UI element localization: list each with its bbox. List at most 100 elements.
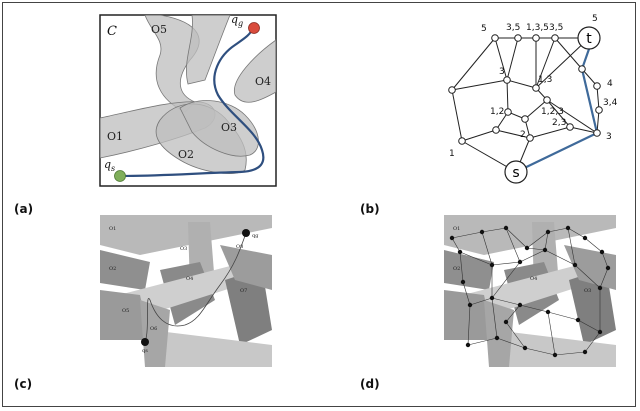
roadmap-node (597, 329, 603, 335)
roadmap-edge (491, 261, 521, 266)
roadmap-node (582, 349, 588, 355)
c-label-o7: O7 (240, 288, 247, 294)
graph-edge (546, 99, 598, 134)
graph-edge (495, 129, 531, 139)
d-label-o2: O2 (453, 266, 460, 272)
graph-node (491, 34, 499, 42)
roadmap-node (542, 247, 548, 253)
roadmap-edge (544, 249, 576, 266)
graph-edge (546, 99, 571, 128)
obstacle-c-top-band (100, 215, 272, 255)
panel-label-d: (d) (360, 377, 380, 391)
roadmap-edge (577, 319, 601, 333)
panel-c-goal-dot (242, 229, 250, 237)
graph-edge (506, 79, 509, 113)
graph-node-label: 1,2,3 (541, 107, 564, 117)
c-label-o5: O5 (122, 308, 129, 314)
goal-node-region-label: 5 (592, 14, 598, 24)
roadmap-edge (451, 237, 461, 253)
graph-node (514, 34, 522, 42)
c-label-o4: O4 (186, 276, 193, 282)
roadmap-edge (505, 227, 528, 249)
figure-frame (2, 2, 636, 407)
obstacle-label-o1: O1 (107, 130, 123, 143)
roadmap-node (522, 345, 528, 351)
roadmap-node (565, 225, 571, 231)
c-label-o1: O1 (109, 226, 116, 232)
obstacle-d-left-block (444, 250, 494, 290)
roadmap (449, 225, 611, 358)
graph-node-label: 2,3 (552, 118, 566, 128)
graph-node (578, 65, 586, 73)
obstacle-d-right-block (569, 268, 616, 345)
roadmap-node (552, 352, 558, 358)
graph-node-label: 3,5 (506, 23, 520, 33)
graph-node (543, 96, 551, 104)
roadmap-node (503, 319, 509, 325)
graph-edge (535, 37, 556, 89)
roadmap-edge (505, 321, 526, 349)
graph-node-label: 3 (499, 67, 505, 77)
graph-node-label: 5 (481, 24, 487, 34)
obstacle-d-top-band (444, 215, 616, 255)
roadmap-edge (491, 297, 498, 339)
roadmap-node (545, 309, 551, 315)
roadmap-edge (599, 267, 609, 289)
roadmap-node (517, 259, 523, 265)
obstacle-d-lower-left (444, 290, 494, 340)
graph-node (593, 129, 601, 137)
panel-label-b: (b) (360, 202, 380, 216)
roadmap-edge (496, 337, 526, 349)
roadmap-edge (467, 337, 498, 346)
graph-node-label: 3 (606, 132, 612, 142)
graph-node (521, 115, 529, 123)
graph-edge (596, 85, 600, 111)
panel-a: C O5 O4 O3 O1 O2 qs qg (99, 13, 277, 187)
obstacle-d-bottom-band (489, 330, 616, 367)
c-label-o2: O2 (109, 266, 116, 272)
roadmap-edge (491, 261, 521, 299)
obstacle-label-o2: O2 (178, 148, 194, 161)
roadmap-edge (567, 227, 576, 266)
goal-point (248, 22, 260, 34)
graph-node (532, 84, 540, 92)
d-label-o3: O3 (584, 288, 591, 294)
c-label-o3: O3 (180, 246, 187, 252)
obstacle-d-right-upper (564, 245, 616, 290)
graph-edge (506, 37, 519, 81)
roadmap-edge (451, 231, 483, 239)
graph-node-label: 2 (520, 130, 526, 140)
graph-edge (451, 37, 496, 91)
graph-edge (451, 79, 508, 91)
graph-node-label: 1,3,5 (526, 23, 549, 33)
obstacle-o4-shape (234, 39, 276, 103)
space-label: C (107, 24, 117, 39)
roadmap-edge (467, 304, 471, 346)
roadmap-edge (544, 231, 549, 251)
roadmap-edge (481, 227, 507, 233)
roadmap-edge (481, 231, 493, 266)
roadmap-node (465, 342, 471, 348)
graph-edge (596, 109, 600, 134)
panel-c-start-dot (141, 338, 149, 346)
roadmap-node (517, 302, 523, 308)
c-label-o8: O8 (236, 244, 243, 250)
obstacle-c-lower-left (100, 290, 150, 340)
graph-edge (524, 99, 548, 120)
roadmap-node (489, 262, 495, 268)
roadmap-edge (459, 251, 493, 266)
graph-node (526, 134, 534, 142)
roadmap-edge (519, 249, 546, 263)
roadmap-edge (547, 311, 579, 321)
graph-edge (569, 126, 598, 134)
roadmap-edge (547, 227, 569, 233)
graph-node (593, 82, 601, 90)
graph-edge (461, 129, 497, 142)
roadmap-edge (567, 227, 586, 239)
obstacle-label-o5: O5 (151, 23, 167, 36)
roadmap-node (575, 317, 581, 323)
panel-c-path (144, 232, 247, 343)
roadmap-edge (584, 237, 603, 253)
roadmap-edge (505, 304, 521, 323)
